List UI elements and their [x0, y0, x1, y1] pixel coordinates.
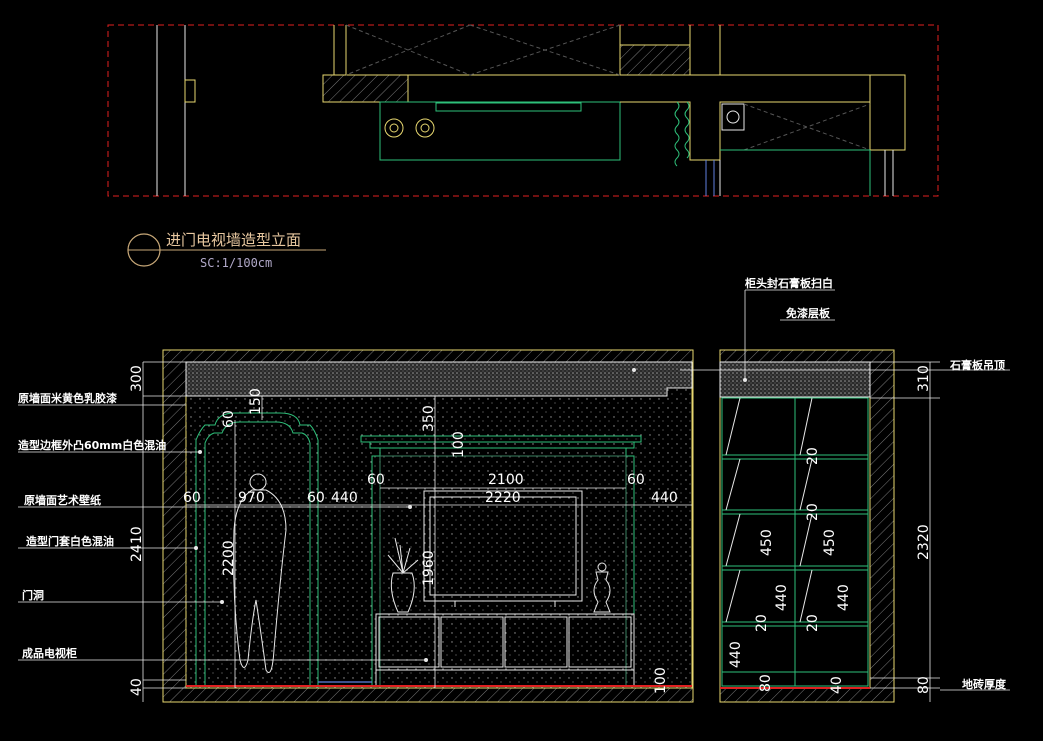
dim-cab-440-c: 440 — [728, 641, 744, 668]
dim-cab-450-a: 450 — [759, 529, 775, 556]
elevation-view — [162, 349, 895, 703]
drawing-title-block: 进门电视墙造型立面 SC:1/100cm — [127, 231, 326, 270]
dim-right-2320: 2320 — [916, 524, 932, 560]
label-wallpaper: 原墙面艺术壁纸 — [24, 493, 101, 507]
dim-v-350: 350 — [421, 405, 437, 432]
dim-cab-440-b: 440 — [836, 584, 852, 611]
dimension-texts: 300 2410 40 150 60 350 100 2200 1960 100… — [129, 365, 932, 696]
dim-right-80: 80 — [916, 676, 932, 694]
dim-cab-20-d: 20 — [805, 614, 821, 632]
dim-v-150: 150 — [248, 388, 264, 415]
label-tile-thickness: 地砖厚度 — [962, 677, 1007, 691]
vase-right — [593, 562, 611, 613]
left-annotations: 原墙面米黄色乳胶漆 造型边框外凸60mm白色混油 原墙面艺术壁纸 造型门套白色混… — [18, 391, 166, 660]
plan-boundary — [107, 24, 939, 197]
dim-cab-450-b: 450 — [822, 529, 838, 556]
label-shelf-board: 免漆层板 — [786, 306, 831, 320]
shelf-cabinet — [721, 397, 869, 687]
drawing-scale: SC:1/100cm — [200, 256, 272, 270]
dim-v-60: 60 — [221, 410, 237, 428]
label-wall-paint: 原墙面米黄色乳胶漆 — [18, 391, 117, 405]
dimension-lines — [142, 361, 940, 702]
dim-h-440-b: 440 — [651, 490, 678, 506]
right-annotations: 柜头封石膏板扫白 免漆层板 石膏板吊顶 地砖厚度 — [744, 276, 1007, 691]
label-gypsum-ceiling: 石膏板吊顶 — [949, 358, 1005, 372]
dim-left-300: 300 — [129, 365, 145, 392]
dim-cab-20-a: 20 — [805, 447, 821, 465]
drawing-title: 进门电视墙造型立面 — [166, 231, 301, 249]
tv-cabinet — [375, 613, 635, 686]
vase-left — [387, 537, 419, 613]
tv-screen — [423, 490, 583, 607]
label-doorway: 门洞 — [22, 588, 44, 602]
plan-view — [107, 24, 939, 197]
dim-h-60-d: 60 — [627, 472, 645, 488]
dim-left-40: 40 — [129, 678, 145, 696]
dim-cab-20-b: 20 — [805, 503, 821, 521]
dim-cab-40: 40 — [829, 676, 845, 694]
label-cabinet-head: 柜头封石膏板扫白 — [744, 276, 833, 290]
dim-v-1960: 1960 — [421, 550, 437, 586]
dim-v-2200: 2200 — [221, 540, 237, 576]
leader-dots — [194, 368, 747, 662]
label-tv-cabinet: 成品电视柜 — [22, 646, 77, 660]
dim-v-100-top: 100 — [451, 431, 467, 458]
dim-h-60-a: 60 — [183, 490, 201, 506]
dim-cab-80: 80 — [758, 674, 774, 692]
dim-h-970: 970 — [238, 490, 265, 506]
label-door-casing: 造型门套白色混油 — [26, 534, 114, 548]
dim-cab-20-c: 20 — [754, 614, 770, 632]
dim-left-2410: 2410 — [129, 526, 145, 562]
leader-lines — [18, 289, 1010, 691]
dim-h-2220: 2220 — [485, 490, 521, 506]
dim-v-100-bottom: 100 — [653, 667, 669, 694]
dim-h-2100: 2100 — [488, 472, 524, 488]
dim-h-440-a: 440 — [331, 490, 358, 506]
door-frame — [195, 412, 319, 688]
person-silhouette — [233, 473, 287, 673]
dim-h-60-c: 60 — [367, 472, 385, 488]
dim-h-60-b: 60 — [307, 490, 325, 506]
label-frame-border: 造型边框外凸60mm白色混油 — [18, 438, 166, 452]
dim-cab-440-a: 440 — [774, 584, 790, 611]
dim-right-310: 310 — [916, 365, 932, 392]
